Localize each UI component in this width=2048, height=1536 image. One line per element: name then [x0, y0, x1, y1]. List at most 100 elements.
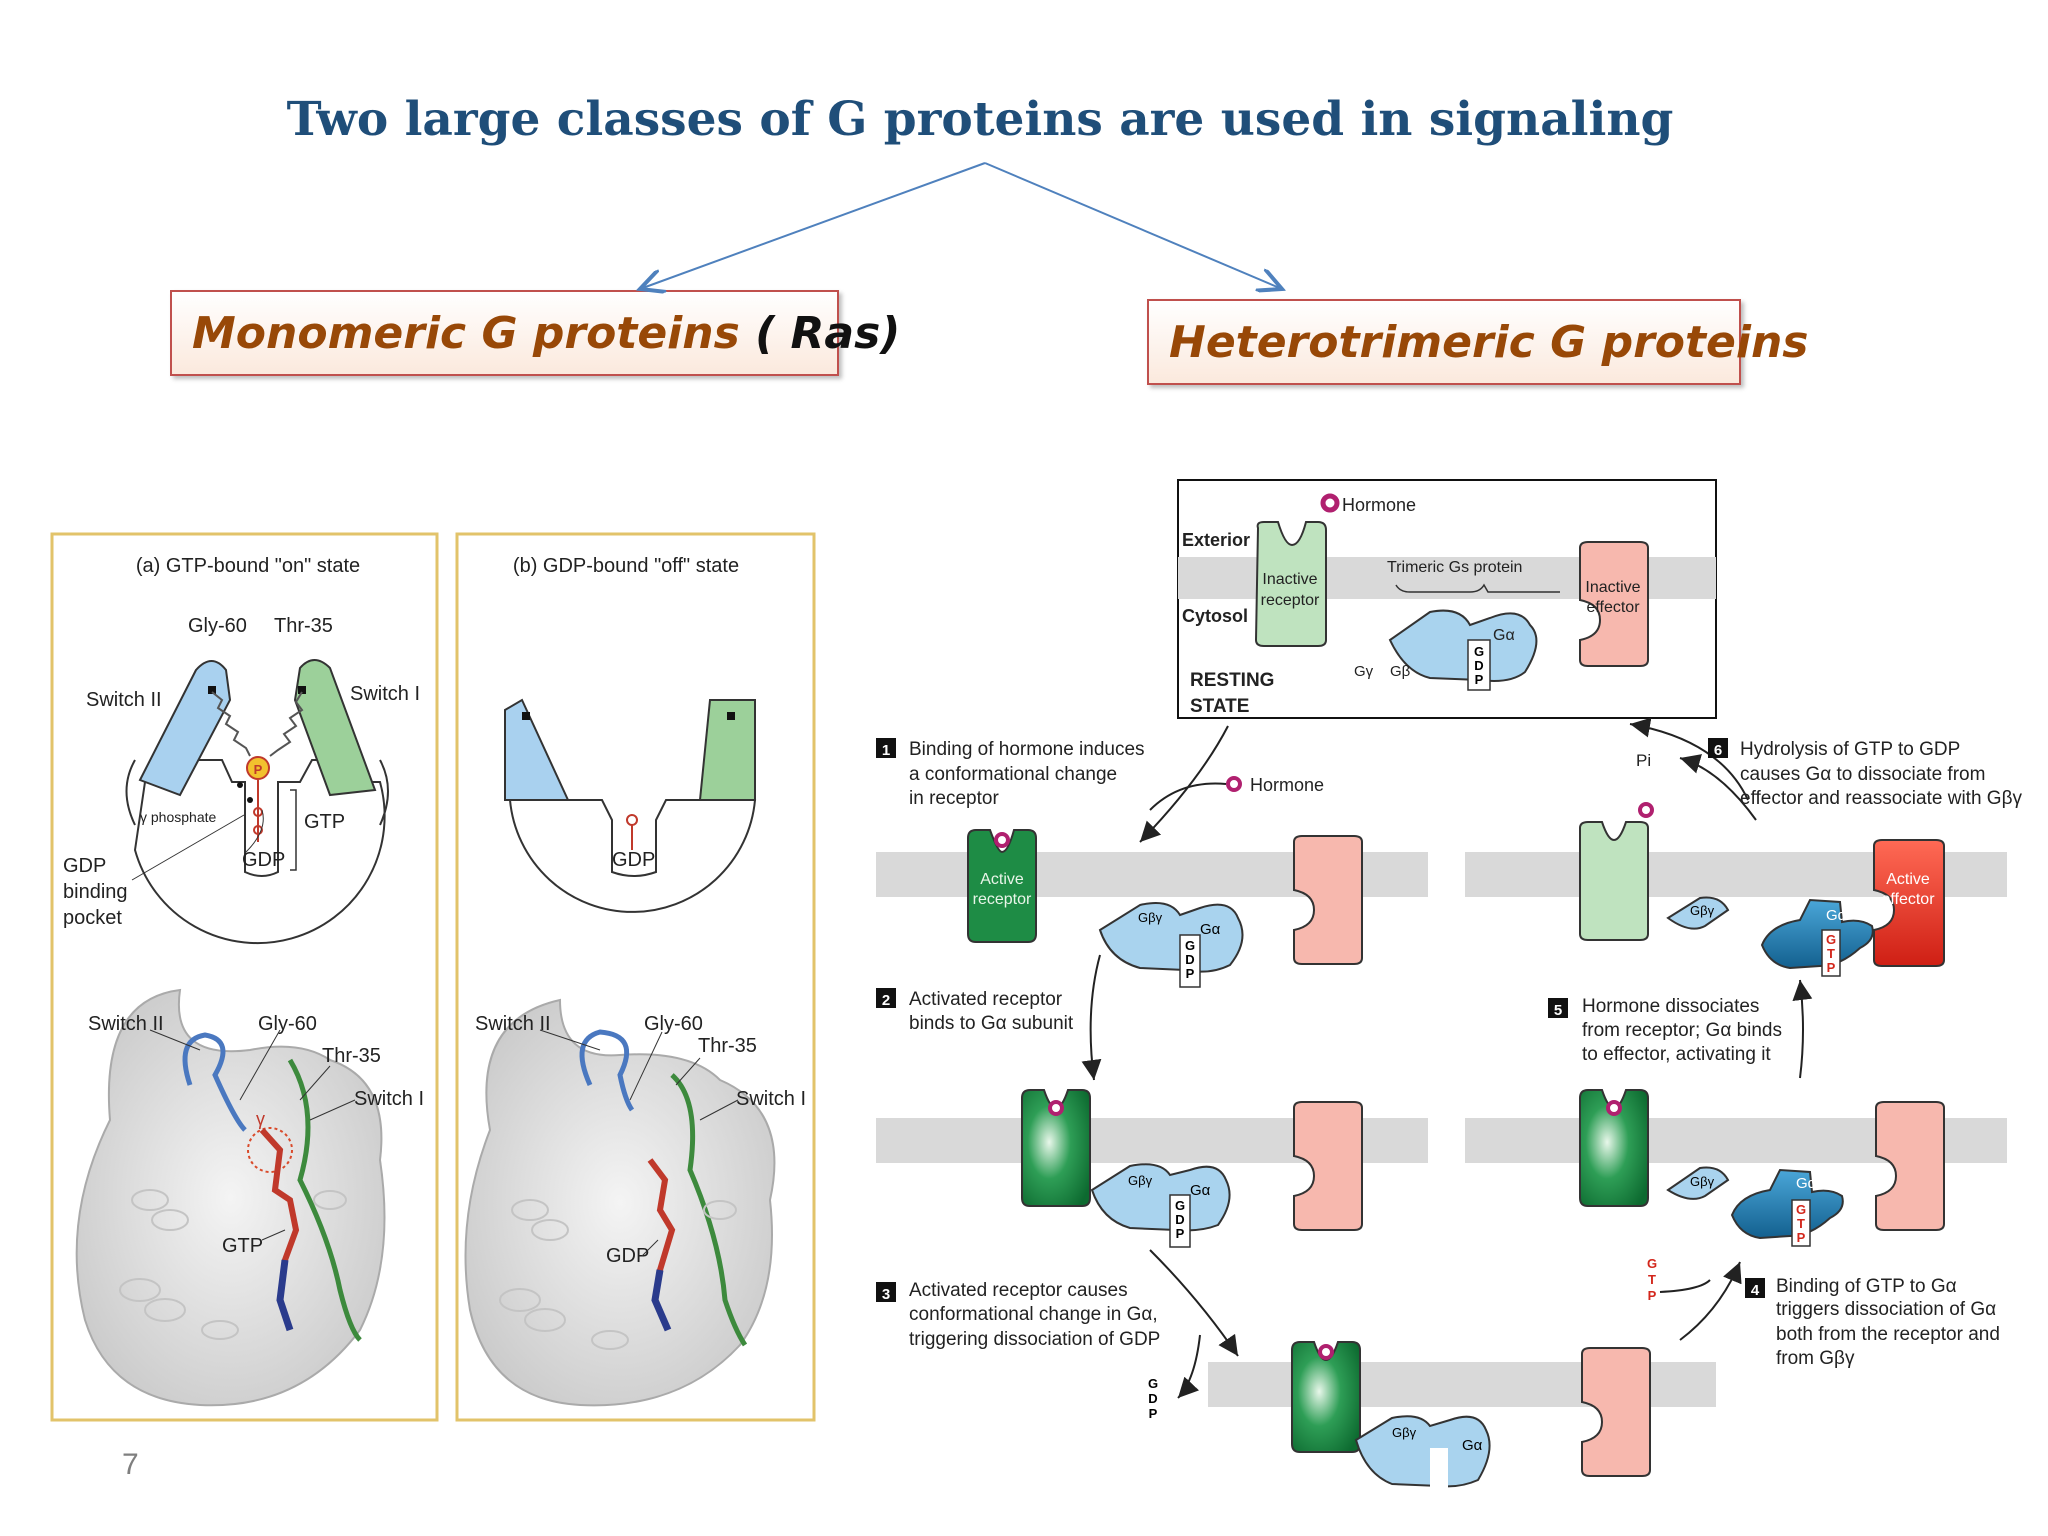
svg-text:Gβγ: Gβγ — [1138, 910, 1163, 925]
thr35-label-a: Thr-35 — [274, 615, 333, 637]
gdp-pocket-label-1: GDP — [63, 855, 106, 877]
svg-text:Hydrolysis of GTP to GDP: Hydrolysis of GTP to GDP — [1740, 739, 1960, 760]
step-1-caption: 1 Binding of hormone induces a conformat… — [876, 738, 1145, 809]
gdp-label-a: GDP — [242, 849, 285, 871]
switch2-shape-b — [504, 698, 570, 801]
gtp-label-a: GTP — [304, 811, 345, 833]
svg-text:Activated receptor causes: Activated receptor causes — [909, 1280, 1128, 1301]
gly60-label-b3d: Gly-60 — [644, 1013, 703, 1035]
panel-a-title: (a) GTP-bound "on" state — [136, 555, 360, 577]
resting-label-1: RESTING — [1190, 670, 1274, 691]
svg-text:effector: effector — [1881, 891, 1935, 908]
gdp-pocket-label-2: binding — [63, 881, 128, 903]
page-number: 7 — [122, 1448, 139, 1481]
thr35-label-a3d: Thr-35 — [322, 1045, 381, 1067]
svg-text:from Gβγ: from Gβγ — [1776, 1348, 1855, 1369]
switch2-label-a3d: Switch II — [88, 1013, 164, 1035]
svg-text:3: 3 — [882, 1286, 890, 1303]
cytosol-label: Cytosol — [1182, 606, 1248, 626]
switch2-shape — [138, 660, 232, 797]
switch1-label-b3d: Switch I — [736, 1088, 806, 1110]
monomeric-label: Monomeric G proteins ( Ras) — [192, 308, 900, 359]
svg-text:Active: Active — [1886, 871, 1930, 888]
monomeric-text: Monomeric G proteins — [192, 308, 740, 359]
trimeric-gs-label: Trimeric Gs protein — [1387, 559, 1522, 576]
svg-text:causes Gα to dissociate from: causes Gα to dissociate from — [1740, 764, 1985, 785]
svg-text:D: D — [1148, 1391, 1157, 1406]
svg-text:Binding of GTP to Gα: Binding of GTP to Gα — [1776, 1276, 1957, 1297]
panel-b-schematic: GDP — [504, 698, 757, 913]
svg-text:T: T — [1648, 1272, 1656, 1287]
step-2-caption: 2 Activated receptor binds to Gα subunit — [876, 988, 1074, 1034]
heterotrimeric-class-box: Heterotrimeric G proteins — [1147, 299, 1808, 385]
svg-text:T: T — [1827, 946, 1835, 961]
inactive-effector-label-2: effector — [1586, 599, 1640, 616]
switch1-shape-b — [698, 699, 756, 801]
monomeric-class-box: Monomeric G proteins ( Ras) — [170, 290, 900, 376]
gprotein-cycle-figure: Hormone Exterior Cytosol Inactive recept… — [876, 479, 2022, 1488]
inactive-effector-label-1: Inactive — [1585, 579, 1640, 596]
svg-text:P: P — [1648, 1288, 1657, 1303]
phosphate-icon — [246, 756, 270, 780]
svg-text:a conformational change: a conformational change — [909, 764, 1117, 785]
svg-text:in receptor: in receptor — [909, 788, 999, 809]
panel-b-structure: Switch II Gly-60 Thr-35 Switch I GDP — [464, 998, 806, 1407]
svg-text:Active: Active — [980, 871, 1024, 888]
svg-text:T: T — [1797, 1216, 1805, 1231]
svg-text:P: P — [1797, 1230, 1806, 1245]
cycle-arrows — [1081, 717, 1813, 1399]
svg-text:G: G — [1175, 1198, 1185, 1213]
svg-text:D: D — [1175, 1212, 1184, 1227]
state-step1: Active receptor G D P Gα Gβγ — [967, 829, 1363, 988]
gly60-label-a: Gly-60 — [188, 615, 247, 637]
gly60-label-a3d: Gly-60 — [258, 1013, 317, 1035]
svg-text:both from the receptor and: both from the receptor and — [1776, 1324, 2000, 1345]
svg-text:Gβγ: Gβγ — [1392, 1425, 1417, 1440]
svg-text:6: 6 — [1714, 742, 1722, 759]
switch1-shape — [293, 659, 377, 797]
slide-title: Two large classes of G proteins are used… — [286, 92, 1674, 147]
switch2-label-b3d: Switch II — [475, 1013, 551, 1035]
svg-text:D: D — [1474, 658, 1483, 673]
thr35-label-b3d: Thr-35 — [698, 1035, 757, 1057]
gdp-label-b: GDP — [612, 849, 655, 871]
g-alpha-label-rest: Gα — [1493, 627, 1515, 644]
gtp-label-a3d: GTP — [222, 1235, 263, 1257]
p-label: P — [254, 762, 263, 777]
svg-text:Binding of hormone induces: Binding of hormone induces — [909, 739, 1145, 760]
step-3-caption: 3 Activated receptor causes conformation… — [876, 1280, 1160, 1350]
svg-text:Gβγ: Gβγ — [1690, 903, 1715, 918]
ras-text: ( Ras) — [755, 308, 901, 359]
svg-text:P: P — [1149, 1406, 1158, 1421]
ras-figure: (a) GTP-bound "on" state (b) GDP-bound "… — [50, 532, 816, 1422]
gdp-pocket-label-3: pocket — [63, 907, 122, 929]
svg-text:P: P — [1827, 960, 1836, 975]
resting-label-2: STATE — [1190, 696, 1249, 717]
svg-text:G: G — [1647, 1256, 1657, 1271]
svg-text:5: 5 — [1554, 1002, 1562, 1019]
svg-text:G: G — [1474, 644, 1484, 659]
hormone-icon — [1320, 493, 1340, 513]
svg-text:G: G — [1185, 938, 1195, 953]
panel-a-structure: γ Switch II Gly-60 Thr-35 Switch I GTP — [75, 988, 424, 1407]
inactive-receptor — [1254, 521, 1327, 647]
svg-text:conformational change in Gα,: conformational change in Gα, — [909, 1304, 1158, 1325]
hormone-label-top: Hormone — [1342, 495, 1416, 515]
step-5-caption: 5 Hormone dissociates from receptor; Gα … — [1548, 996, 1782, 1065]
step-captions: 1 Binding of hormone induces a conformat… — [876, 738, 2022, 1369]
svg-text:binds to Gα subunit: binds to Gα subunit — [909, 1013, 1074, 1034]
step-4-caption: 4 Binding of GTP to Gα triggers dissocia… — [1745, 1276, 2000, 1369]
svg-text:Gα: Gα — [1796, 1175, 1817, 1192]
svg-text:4: 4 — [1751, 1282, 1760, 1299]
svg-text:effector and reassociate with: effector and reassociate with Gβγ — [1740, 788, 2022, 809]
g-gamma-label: Gγ — [1354, 663, 1374, 680]
state-step4: Gβγ G T P Gα — [1579, 1089, 1945, 1247]
svg-text:Gα: Gα — [1462, 1437, 1483, 1454]
heterotrimeric-label: Heterotrimeric G proteins — [1169, 317, 1809, 368]
state-step2: G D P Gα Gβγ — [1021, 1089, 1363, 1248]
gamma-phosphate-label: γ phosphate — [140, 809, 216, 825]
g-beta-label: Gβ — [1390, 663, 1411, 680]
svg-text:G: G — [1796, 1202, 1806, 1217]
panel-a-schematic: P γ phosphate GDP GTP Gly-60 Thr-35 Swit… — [63, 615, 420, 945]
svg-text:1: 1 — [882, 742, 890, 759]
